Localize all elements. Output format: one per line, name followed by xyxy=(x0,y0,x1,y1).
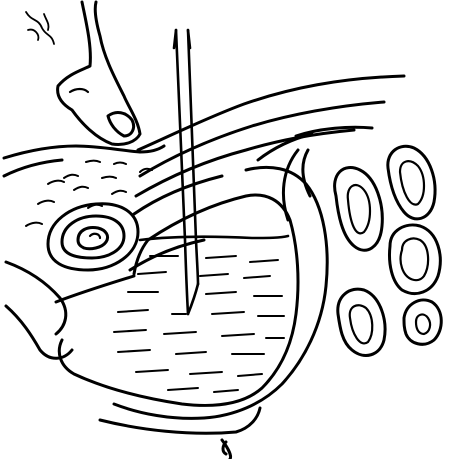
bowel-loop-4 xyxy=(338,289,385,355)
nodule-inner xyxy=(78,228,108,249)
bowel-loop-1-outer xyxy=(335,168,383,251)
fluid-stroke-6 xyxy=(118,350,264,354)
bowel-loop-2 xyxy=(388,146,435,219)
concentric-nodule xyxy=(48,204,138,270)
fluid-stroke-4 xyxy=(118,310,284,316)
bowel-loop-3-outer xyxy=(390,225,441,294)
fluid-stroke-1 xyxy=(150,256,278,262)
bowel-loop-1 xyxy=(335,168,383,251)
bowel-loop-5-outer xyxy=(404,300,441,344)
finger xyxy=(26,2,140,145)
nodule-middle xyxy=(62,216,124,258)
needle-right-edge xyxy=(188,30,198,284)
bowel-loop-2-outer xyxy=(388,146,435,219)
needle-tip xyxy=(188,284,198,314)
skin-fold xyxy=(6,262,66,334)
finger-scribble xyxy=(26,12,54,44)
fluid-lines xyxy=(114,236,288,392)
skin-fold-lower xyxy=(6,306,72,358)
fluid-stroke-8 xyxy=(168,388,238,392)
fluid-stroke-3 xyxy=(128,292,282,296)
finger-outline xyxy=(58,2,140,145)
fluid-stroke-2 xyxy=(138,272,270,278)
fingernail xyxy=(108,113,134,136)
plane-3 xyxy=(136,130,354,196)
bowel-loop-3-inner xyxy=(401,238,429,280)
skin-lower-edge xyxy=(4,160,62,176)
bowel-loop-3 xyxy=(390,225,441,294)
bowel-loop-4-outer xyxy=(338,289,385,355)
plane-6 xyxy=(56,276,134,302)
bowel-loops xyxy=(335,146,442,355)
bowel-loop-4-inner xyxy=(350,305,373,343)
bowel-loop-1-inner xyxy=(348,185,370,233)
fluid-stroke-5 xyxy=(114,330,284,338)
bowel-loop-5 xyxy=(404,300,441,344)
fluid-stroke-7 xyxy=(136,370,262,376)
nodule-core xyxy=(90,234,100,238)
finger-knuckle-crease xyxy=(70,89,88,92)
plane-2 xyxy=(140,102,384,176)
bowel-loop-2-inner xyxy=(400,161,424,204)
lower-lining xyxy=(100,408,260,459)
fluid-surface xyxy=(140,236,288,240)
bowel-loop-5-inner xyxy=(416,315,430,334)
